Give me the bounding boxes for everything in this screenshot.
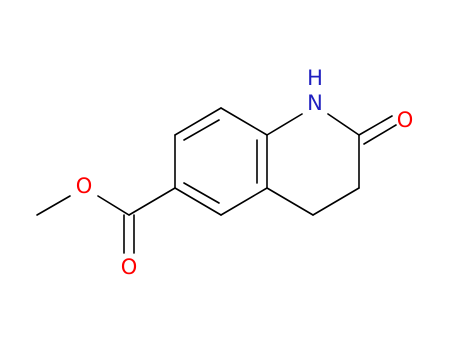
bond-o-methyl [36,195,71,216]
ester-double-oxygen-label: O [121,255,138,279]
nh-nitrogen-label: N [307,91,323,115]
bond-c6-ester-c [128,187,176,216]
lactam-ring [266,113,397,216]
benzene-ring [174,107,268,216]
bond-c2-o-ketone-b [363,124,397,145]
bond-c6-c5 [174,187,222,216]
nh-hydrogen-label: H [307,66,323,90]
bond-c2-o-ketone-a [358,115,393,136]
ester-single-oxygen-label: O [76,174,93,198]
bond-c6-c5-inner [183,182,220,204]
bond-c8a-n1 [266,113,303,136]
bond-c8-c7 [174,107,222,136]
bond-n1-c2 [327,113,360,136]
methyl-ester-group [36,187,176,254]
bond-ester-c-o-single [97,195,130,216]
bond-c5-c4a [220,187,268,216]
bond-c4-c4a [266,187,314,216]
bond-c8a-c8 [220,107,268,136]
ketone-oxygen-label: O [397,108,414,132]
bond-c3-c4 [312,187,360,216]
bond-c8-c7-inner [183,119,220,141]
